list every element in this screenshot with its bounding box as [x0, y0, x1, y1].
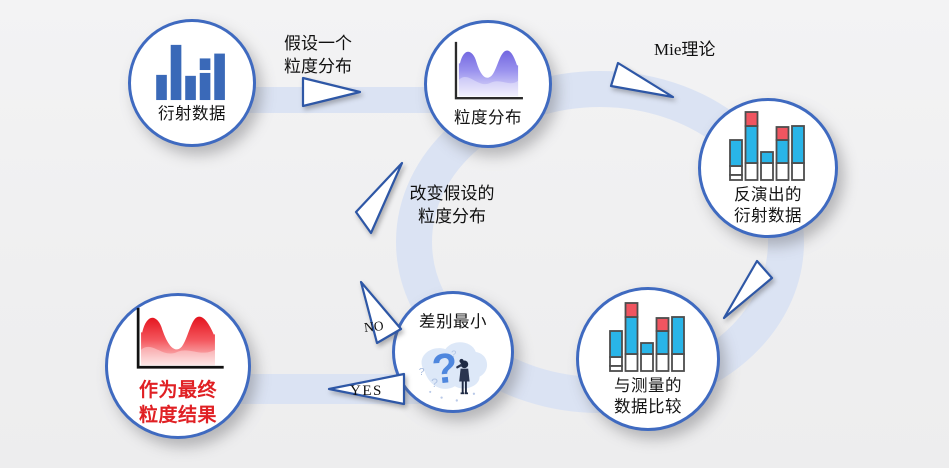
- arrow-mie-icon: [609, 61, 675, 99]
- wave-chart-icon: [454, 41, 523, 100]
- faint-question-icon: ?: [419, 367, 425, 378]
- stacked-bar-chart-icon: [609, 301, 685, 372]
- faint-question-icon: ?: [451, 349, 456, 360]
- node-label: 反演出的 衍射数据: [734, 185, 802, 225]
- annotation-no: NO: [363, 318, 385, 335]
- red-wave-chart-icon: [136, 307, 224, 369]
- bar-chart-icon: [156, 44, 225, 101]
- node-label: 与测量的 数据比较: [614, 376, 682, 416]
- node-compare-measured: 与测量的 数据比较: [576, 287, 720, 431]
- node-diffraction-data: 衍射数据: [128, 19, 256, 147]
- question-person-illustration: ? ? ? ?: [419, 342, 488, 402]
- arrow-no-loop-icon: [354, 161, 404, 235]
- person-figure: [456, 358, 470, 395]
- node-label: 粒度分布: [454, 109, 522, 127]
- node-label: 衍射数据: [158, 105, 226, 123]
- blob-shape: [421, 342, 488, 389]
- annotation-mie-theory: Mie理论: [654, 40, 716, 59]
- node-size-distribution: 粒度分布: [424, 20, 552, 148]
- node-label: 差别最小: [419, 313, 487, 331]
- node-final-result: 作为最终 粒度结果: [105, 293, 251, 439]
- node-label: 作为最终 粒度结果: [138, 379, 217, 426]
- ground-dots: [429, 390, 476, 402]
- annotation-yes: YES: [350, 383, 383, 399]
- node-decision-min-difference: 差别最小 ? ? ? ?: [392, 291, 514, 413]
- annotation-assume-distribution: 假设一个 粒度分布: [284, 34, 352, 76]
- question-mark-icon: ?: [430, 343, 460, 392]
- arrow-to-compare-icon: [722, 259, 774, 320]
- annotation-change-distribution: 改变假设的 粒度分布: [409, 184, 495, 226]
- node-inverted-diffraction: 反演出的 衍射数据: [698, 98, 838, 238]
- stacked-bar-chart-icon: [729, 110, 805, 181]
- faint-question-icon: ?: [431, 376, 438, 390]
- arrow-assume-icon: [301, 76, 362, 108]
